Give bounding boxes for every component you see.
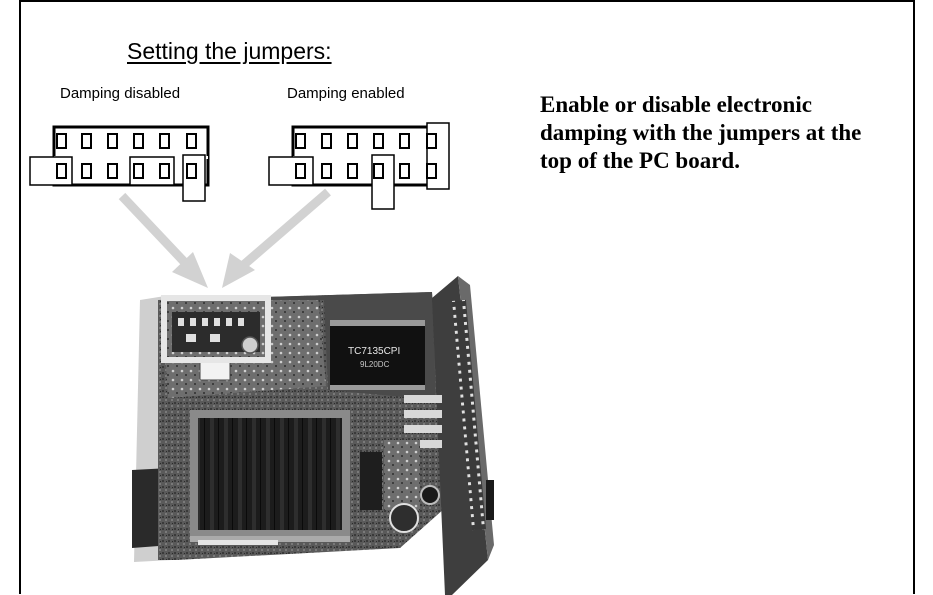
damping-disabled-label: Damping disabled bbox=[60, 85, 181, 102]
pointer-arrows bbox=[118, 188, 331, 288]
page-title: Setting the jumpers: bbox=[127, 38, 332, 64]
pc-board-photo: TC7135CPI 9L20DC bbox=[132, 276, 494, 595]
jumper-diagram-disabled bbox=[29, 125, 210, 202]
jumper-cap bbox=[268, 156, 314, 186]
page-frame bbox=[19, 0, 915, 594]
jumper-cap bbox=[129, 156, 175, 186]
jumper-cap bbox=[371, 154, 395, 210]
chip-label: TC7135CPI bbox=[348, 346, 400, 357]
chip-sublabel: 9L20DC bbox=[360, 360, 390, 369]
jumper-cap bbox=[426, 122, 450, 190]
jumper-diagram-enabled bbox=[268, 122, 450, 210]
damping-enabled-label: Damping enabled bbox=[287, 85, 405, 102]
instruction-text: Enable or disable electronic damping wit… bbox=[540, 92, 862, 173]
jumper-location-highlight bbox=[161, 295, 271, 363]
jumper-cap bbox=[29, 156, 73, 186]
